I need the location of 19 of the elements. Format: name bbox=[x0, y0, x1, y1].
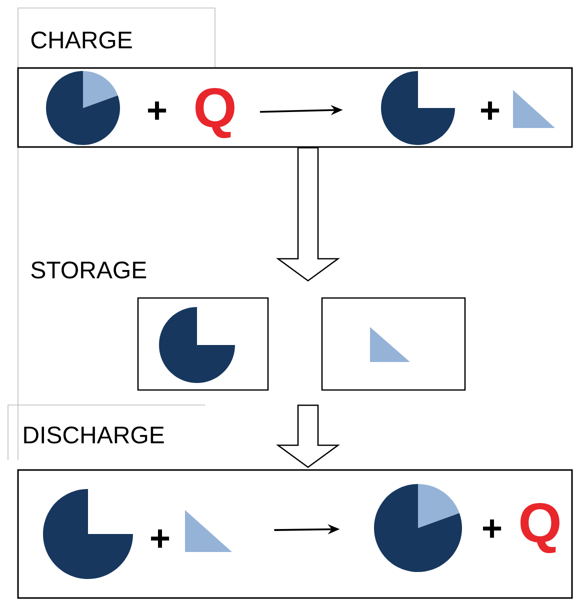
hollow-arrow bbox=[276, 147, 340, 282]
hollow-arrow bbox=[276, 404, 340, 468]
triangle-icon bbox=[185, 510, 232, 552]
pie-icon bbox=[374, 484, 462, 572]
cut-pie-icon bbox=[159, 307, 235, 383]
plus-sign: + bbox=[481, 101, 500, 120]
heading: DISCHARGE bbox=[24, 426, 164, 444]
box bbox=[137, 297, 269, 391]
heat-symbol: Q bbox=[196, 88, 234, 138]
heading: CHARGE bbox=[31, 32, 132, 48]
heading: STORAGE bbox=[31, 262, 146, 278]
plus-sign: + bbox=[151, 529, 170, 548]
heat-symbol: Q bbox=[520, 502, 560, 554]
cut-pie-icon bbox=[43, 489, 133, 579]
box bbox=[321, 297, 466, 391]
cut-pie-icon bbox=[381, 71, 455, 145]
triangle-icon bbox=[513, 90, 555, 128]
pie-icon bbox=[46, 71, 120, 145]
triangle-icon bbox=[370, 327, 410, 362]
